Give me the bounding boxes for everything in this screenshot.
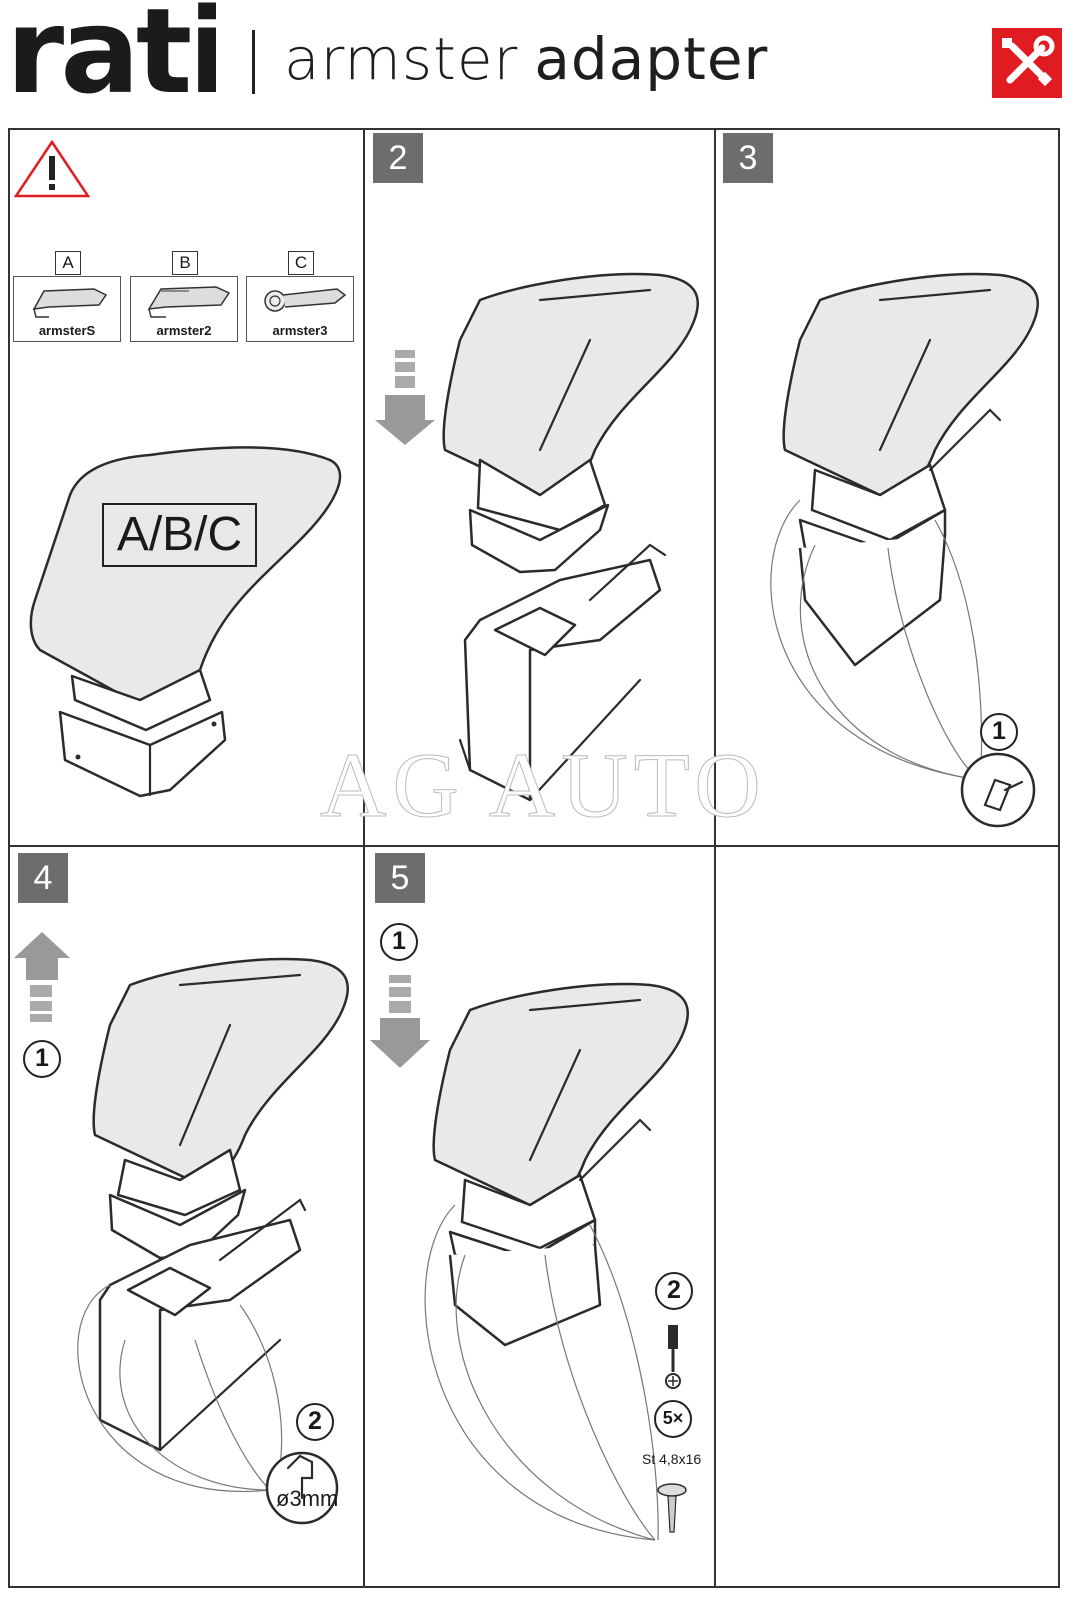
callout-number: 1 [380, 923, 418, 961]
armrest-drawing [29, 446, 342, 798]
armrest-drawing [782, 272, 1039, 667]
variant-armster-s: armsterS [13, 276, 121, 342]
armrest-drawing [442, 272, 699, 574]
callout-number: 1 [980, 713, 1018, 751]
screw-icon [657, 1483, 687, 1533]
wrench-screwdriver-icon [992, 28, 1062, 98]
step-number: 2 [373, 133, 423, 183]
step-number: 3 [723, 133, 773, 183]
variant-name: armsterS [38, 323, 96, 338]
hand-tool-icon [960, 752, 1036, 828]
drill-size-label: ø3mm [276, 1486, 339, 1511]
title-armster: armster [284, 25, 519, 93]
adapter-base-drawing [458, 543, 667, 802]
grid-divider [363, 128, 365, 1588]
step-number: 4 [18, 853, 68, 903]
header-separator [252, 30, 255, 94]
variant-letter: C [288, 251, 314, 275]
grid-divider [714, 128, 716, 1588]
variant-letter: B [172, 251, 198, 275]
warning-triangle-icon [13, 139, 91, 198]
variant-armster-3: armster3 [246, 276, 354, 342]
screw-count: 5× [654, 1400, 692, 1438]
variant-name: armster2 [156, 323, 212, 338]
title-adapter: adapter [534, 25, 769, 93]
guide-curves [770, 499, 983, 781]
guide-curves [424, 1204, 659, 1541]
variant-armster-2: armster2 [130, 276, 238, 342]
armrest-drawing [92, 957, 349, 1260]
arrow-down-icon [375, 350, 435, 445]
variant-name: armster3 [272, 323, 328, 338]
callout-number: 2 [296, 1403, 334, 1441]
instruction-grid [8, 128, 1060, 1588]
screw-spec-label: St 4,8x16 [642, 1451, 702, 1467]
arrow-up-icon [14, 932, 70, 1022]
rati-logo: rati [6, 0, 216, 110]
drill-bit-icon [265, 1451, 339, 1525]
callout-number: 1 [23, 1040, 61, 1078]
armrest-variant-label: A/B/C [102, 503, 257, 567]
screwdriver-icon [665, 1325, 681, 1389]
variant-letter: A [55, 251, 81, 275]
brand-logo-text: rati [6, 0, 216, 110]
grid-divider [8, 845, 1060, 847]
callout-number: 2 [655, 1272, 693, 1310]
adapter-base-drawing [98, 1198, 307, 1452]
step-number: 5 [375, 853, 425, 903]
arrow-down-icon [370, 975, 430, 1068]
armrest-drawing [432, 982, 689, 1347]
watermark: AG AUTO [320, 734, 767, 837]
